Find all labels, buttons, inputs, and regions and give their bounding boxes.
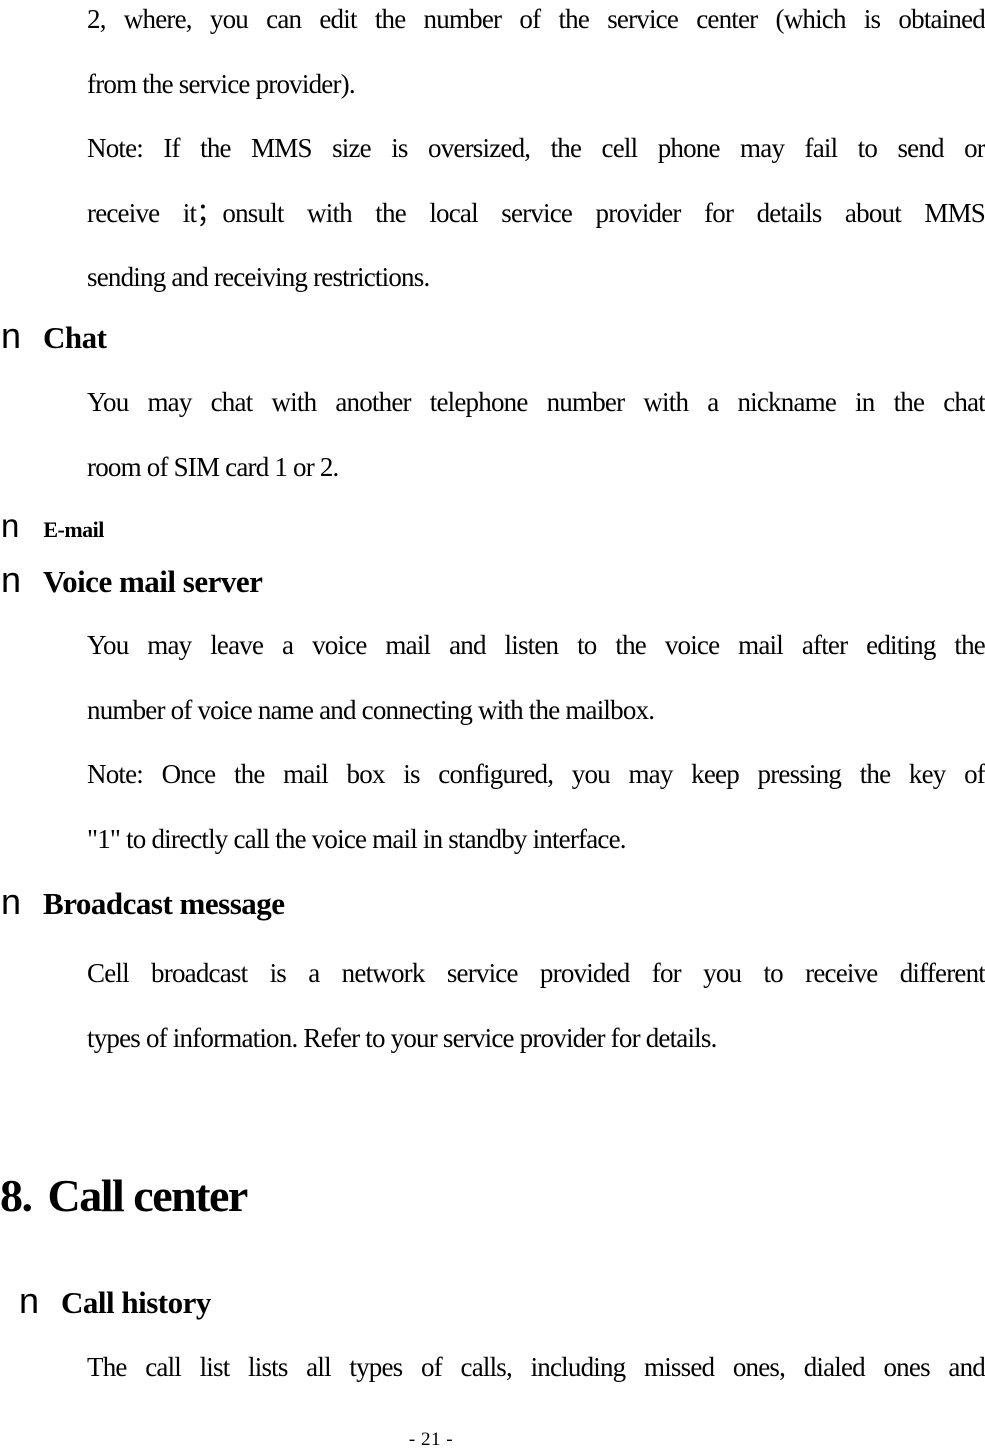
paragraph-line: receive it；onsult with the local service… xyxy=(87,197,985,228)
paragraph-line: "1" to directly call the voice mail in s… xyxy=(87,823,627,854)
bullet-heading-label: Voice mail server xyxy=(43,564,263,599)
paragraph: You may leave a voice mail and listen to… xyxy=(87,613,985,742)
paragraph: The call list lists all types of calls, … xyxy=(87,1335,985,1400)
square-bullet-icon: n xyxy=(1,559,22,600)
paragraph-line: Note: If the MMS size is oversized, the … xyxy=(87,133,985,163)
bullet-heading-label: E-mail xyxy=(43,517,104,542)
paragraph-line: You may chat with another telephone numb… xyxy=(87,387,985,417)
bullet-heading-e-mail: n E-mail xyxy=(1,507,104,544)
paragraph-line: room of SIM card 1 or 2. xyxy=(87,451,339,482)
paragraph-line: Note: Once the mail box is configured, y… xyxy=(87,759,985,789)
square-bullet-icon: n xyxy=(1,881,22,922)
chapter-title: Call center xyxy=(47,1170,249,1221)
paragraph: Cell broadcast is a network service prov… xyxy=(87,941,985,1070)
chapter-number: 8. xyxy=(0,1170,33,1221)
square-bullet-icon: n xyxy=(1,315,22,356)
bullet-heading-call-history: n Call history xyxy=(19,1281,211,1321)
bullet-heading-label: Broadcast message xyxy=(43,886,285,921)
paragraph: You may chat with another telephone numb… xyxy=(87,370,985,499)
paragraph: 2, where, you can edit the number of the… xyxy=(87,0,985,116)
paragraph-line: types of information. Refer to your serv… xyxy=(87,1022,717,1053)
bullet-heading-broadcast-message: n Broadcast message xyxy=(1,882,285,922)
paragraph-line: number of voice name and connecting with… xyxy=(87,694,655,725)
paragraph-line: The call list lists all types of calls, … xyxy=(87,1352,985,1382)
bullet-heading-label: Chat xyxy=(43,320,107,355)
paragraph-line: sending and receiving restrictions. xyxy=(87,262,430,292)
paragraph-line: 2, where, you can edit the number of the… xyxy=(87,4,985,34)
bullet-heading-voice-mail-server: n Voice mail server xyxy=(1,559,263,600)
bullet-heading-chat: n Chat xyxy=(1,315,107,356)
square-bullet-icon: n xyxy=(19,1280,40,1321)
paragraph: Note: If the MMS size is oversized, the … xyxy=(87,116,985,310)
paragraph: Note: Once the mail box is configured, y… xyxy=(87,742,985,871)
chapter-heading: 8. Call center xyxy=(0,1169,249,1222)
paragraph-line: You may leave a voice mail and listen to… xyxy=(87,630,985,660)
paragraph-line: Cell broadcast is a network service prov… xyxy=(87,958,985,988)
paragraph-line: from the service provider). xyxy=(87,68,356,99)
square-bullet-icon: n xyxy=(1,507,20,544)
bullet-heading-label: Call history xyxy=(61,1285,211,1320)
page-number: - 21 - xyxy=(408,1429,454,1450)
